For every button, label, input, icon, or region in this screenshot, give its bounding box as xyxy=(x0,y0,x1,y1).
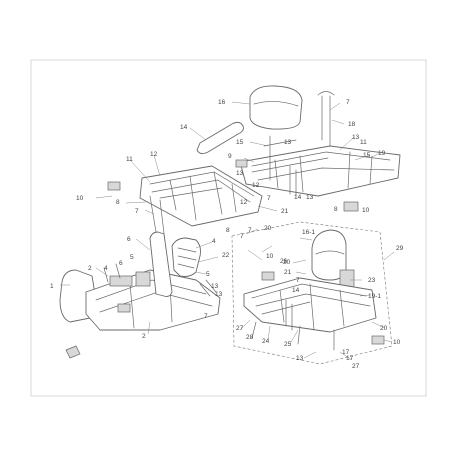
callout-7: 7 xyxy=(346,99,350,106)
callout-11-mid: 12 xyxy=(252,182,260,189)
callout-20-right: 20 xyxy=(380,325,388,332)
callout-28: 28 xyxy=(246,334,254,341)
upper-rack-frame xyxy=(239,145,401,197)
reflector-lower-left xyxy=(117,303,131,313)
callout-5: 5 xyxy=(130,254,134,261)
callout-8: 7 xyxy=(135,208,139,215)
reflector-upper-left xyxy=(235,159,248,168)
reflector-lower-right xyxy=(371,335,385,345)
lower-rack-assembly xyxy=(231,221,393,365)
callout-19-1: 19-1 xyxy=(368,293,381,300)
callout-13-lower: 13 xyxy=(215,291,223,298)
assembly-group-outline xyxy=(231,221,393,365)
callout-1: 1 xyxy=(50,283,54,290)
callout-13-bolt: 13 xyxy=(211,283,219,290)
callout-18: 18 xyxy=(348,121,356,128)
upper-rack-leg xyxy=(289,165,297,197)
callout-4: 6 xyxy=(119,260,123,267)
callout-23: 23 xyxy=(368,277,376,284)
callout-13-mid: 13 xyxy=(306,194,314,201)
callout-2-bottom: 2 xyxy=(142,333,146,340)
callout-13-rack: 13 xyxy=(236,170,244,177)
main-frame-assembly xyxy=(59,231,221,359)
callout-7-lower: 7 xyxy=(240,233,244,240)
control-box xyxy=(135,271,151,287)
motor-housing xyxy=(171,237,201,277)
pedal-bracket xyxy=(103,263,121,283)
callout-27: 27 xyxy=(236,325,244,332)
reflector-lower-rack xyxy=(261,271,275,281)
callout-labels: 16 14 7 18 13 11 15 19 15 13 9 12 7 14 1… xyxy=(50,99,404,370)
callout-6: 6 xyxy=(127,236,131,243)
callout-10-top: 9 xyxy=(228,153,232,160)
callout-12: 12 xyxy=(240,199,248,206)
callout-14-mid: 14 xyxy=(294,194,302,201)
leader-lines xyxy=(60,101,395,361)
callout-11-left: 11 xyxy=(126,156,133,163)
middle-rack-bars xyxy=(149,171,255,221)
callout-7-bottom: 7 xyxy=(204,313,208,320)
callout-3-lower: 5 xyxy=(206,271,210,278)
callout-29: 29 xyxy=(396,245,404,252)
callout-10-right: 10 xyxy=(362,207,370,214)
backrest-bracket xyxy=(317,91,335,151)
callout-21-lower: 21 xyxy=(284,269,292,276)
callout-21: 21 xyxy=(281,208,289,215)
hinge-bolts xyxy=(199,279,217,297)
callout-10-bottom: 10 xyxy=(393,339,401,346)
callout-9-mid: 8 xyxy=(226,227,230,234)
callout-15-left: 15 xyxy=(236,139,244,146)
callout-7-rack: 7 xyxy=(296,277,300,284)
upper-rack-bars xyxy=(251,151,395,193)
callout-7-mid: 7 xyxy=(267,195,271,202)
callout-17-lower: 17 xyxy=(342,349,350,356)
callout-25: 25 xyxy=(284,341,292,348)
callout-9: 8 xyxy=(116,199,120,206)
callout-12-top: 12 xyxy=(150,151,158,158)
lower-rack-legs xyxy=(251,321,335,351)
reflector-middle-left xyxy=(107,181,121,191)
callout-13-bottom: 13 xyxy=(296,355,304,362)
upper-rack-bracket xyxy=(263,135,297,181)
callout-3: 4 xyxy=(212,238,216,245)
lower-frame-body xyxy=(85,269,221,331)
reflector-upper-right xyxy=(343,201,359,212)
callout-24: 24 xyxy=(262,338,270,345)
steering-post xyxy=(149,231,173,297)
mounting-bolts xyxy=(285,299,293,331)
callout-20-mid: 20 xyxy=(283,259,291,266)
callout-2-top: 2 xyxy=(88,265,92,272)
motor-fins xyxy=(177,247,197,269)
callout-8-right: 8 xyxy=(334,206,338,213)
callout-19: 19 xyxy=(378,150,386,157)
backrest-pad-upper xyxy=(249,85,303,130)
callout-27-bottom: 27 xyxy=(352,363,360,370)
callout-26: 26 xyxy=(280,258,288,265)
callout-22: 22 xyxy=(222,252,230,259)
callout-14: 14 xyxy=(180,124,188,131)
callout-16: 16 xyxy=(218,99,226,106)
callout-3-top: 4 xyxy=(104,265,108,272)
callout-16-1: 16-1 xyxy=(302,229,315,236)
callout-10-left: 10 xyxy=(76,195,84,202)
callout-13-top: 13 xyxy=(284,139,292,146)
callout-15: 15 xyxy=(363,152,371,159)
foot-pedal xyxy=(109,275,133,287)
callout-10-mid: 10 xyxy=(266,253,274,260)
callout-17: 17 xyxy=(346,355,354,362)
backrest-lower-seam xyxy=(315,250,345,255)
callout-14-lower: 14 xyxy=(292,287,300,294)
callout-13: 13 xyxy=(352,134,360,141)
middle-rack-assembly xyxy=(107,165,263,251)
grab-handle-bar xyxy=(196,121,244,155)
label-plate xyxy=(65,345,81,359)
diagram-frame xyxy=(30,59,427,397)
backrest-seam xyxy=(253,101,299,107)
callout-11: 11 xyxy=(360,139,367,146)
callout-8-mid: 7 xyxy=(248,227,252,234)
callout-20: 20 xyxy=(264,225,272,232)
